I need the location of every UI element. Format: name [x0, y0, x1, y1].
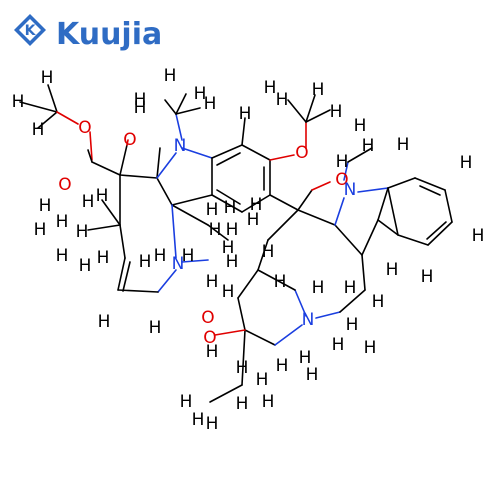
hydrogen-atom: H — [236, 394, 249, 414]
hydrogen-atom: H — [194, 84, 207, 104]
hydrogen-atom: H — [96, 186, 109, 206]
hydrogen-atom: H — [206, 200, 219, 220]
hydrogen-atom: H — [306, 365, 319, 385]
hydrogen-atom: H — [332, 335, 345, 355]
hydrogen-atom: H — [372, 292, 385, 312]
hydrogen-atom: H — [421, 267, 434, 287]
hydrogen-atom: H — [139, 252, 152, 272]
nitrogen-atom: N — [302, 310, 315, 330]
hydrogen-atom: H — [250, 195, 263, 215]
hydrogen-atom: H — [34, 220, 47, 240]
hydrogen-atom: H — [299, 348, 312, 368]
hydrogen-atom: H — [149, 318, 162, 338]
hydrogen-atom: H — [134, 98, 147, 118]
oxygen-atom: O — [123, 130, 136, 150]
oxygen-atom: O — [295, 143, 308, 163]
hydrogen-atom: H — [82, 192, 95, 212]
logo-text: Kuujia — [56, 17, 162, 52]
oxygen-atom: O — [203, 328, 216, 348]
hydrogen-atom: H — [79, 256, 92, 276]
kuujia-logo: K Kuujia — [14, 14, 162, 52]
hydrogen-atom: H — [362, 136, 375, 156]
hydrogen-atom: H — [344, 278, 357, 298]
hydrogen-atom: H — [354, 116, 367, 136]
hydrogen-atom: H — [262, 242, 275, 262]
hydrogen-atom: H — [312, 80, 325, 100]
hydrogen-atom: H — [97, 248, 110, 268]
hydrogen-atom: H — [247, 210, 260, 230]
hydrogen-atom: H — [256, 370, 269, 390]
hydrogen-atom: H — [154, 246, 167, 266]
oxygen-atom: O — [335, 170, 348, 190]
hydrogen-atom: H — [274, 272, 287, 292]
hydrogen-atom: H — [224, 198, 237, 218]
nitrogen-atom: N — [174, 136, 187, 156]
bonds — [19, 84, 453, 403]
hydrogen-atom: H — [472, 226, 485, 246]
hydrogen-atom: H — [12, 92, 25, 112]
hydrogen-atom: H — [182, 246, 195, 266]
hydrogen-atom: H — [56, 246, 69, 266]
hydrogen-atom: H — [39, 196, 52, 216]
oxygen-atom: O — [58, 175, 71, 195]
hydrogen-atom: H — [386, 260, 399, 280]
hydrogen-atom: H — [276, 90, 289, 110]
atom-labels: O O O O O O O N N N N H H H H H H H H H … — [12, 66, 485, 434]
hydrogen-atom: H — [192, 410, 205, 430]
nitrogen-atom: N — [344, 180, 357, 200]
hydrogen-atom: H — [236, 358, 249, 378]
hydrogen-atom: H — [32, 120, 45, 140]
svg-text:K: K — [25, 23, 37, 39]
hydrogen-atom: H — [336, 152, 349, 172]
hydrogen-atom: H — [98, 312, 111, 332]
hydrogen-atom: H — [264, 78, 277, 98]
hydrogen-atom: H — [206, 414, 219, 434]
hydrogen-atom: H — [346, 315, 359, 335]
hydrogen-atom: H — [226, 252, 239, 272]
hydrogen-atom: H — [180, 392, 193, 412]
hydrogen-atom: H — [209, 220, 222, 240]
hydrogen-atom: H — [56, 212, 69, 232]
hydrogen-atom: H — [134, 90, 147, 110]
oxygen-atom: O — [78, 118, 91, 138]
hydrogen-atom: H — [312, 278, 325, 298]
hydrogen-atom: H — [222, 282, 235, 302]
hydrogen-atom: H — [206, 272, 219, 292]
hydrogen-atom: H — [330, 102, 343, 122]
hydrogen-atom: H — [460, 153, 473, 173]
hydrogen-atom: H — [239, 104, 252, 124]
hydrogen-atom: H — [226, 220, 239, 240]
hydrogen-atom: H — [204, 94, 217, 114]
hydrogen-atom: H — [364, 338, 377, 358]
nitrogen-atom: N — [172, 254, 185, 274]
hydrogen-atom: H — [206, 342, 219, 362]
oxygen-atom: O — [201, 308, 214, 328]
hydrogen-atom: H — [164, 66, 177, 86]
hydrogen-atom: H — [76, 222, 89, 242]
hydrogen-atom: H — [222, 238, 235, 258]
kuujia-logo-icon: K — [14, 14, 46, 46]
hydrogen-atom: H — [276, 356, 289, 376]
hydrogen-atom: H — [397, 135, 410, 155]
hydrogen-atom: H — [262, 392, 275, 412]
hydrogen-atom: H — [41, 68, 54, 88]
